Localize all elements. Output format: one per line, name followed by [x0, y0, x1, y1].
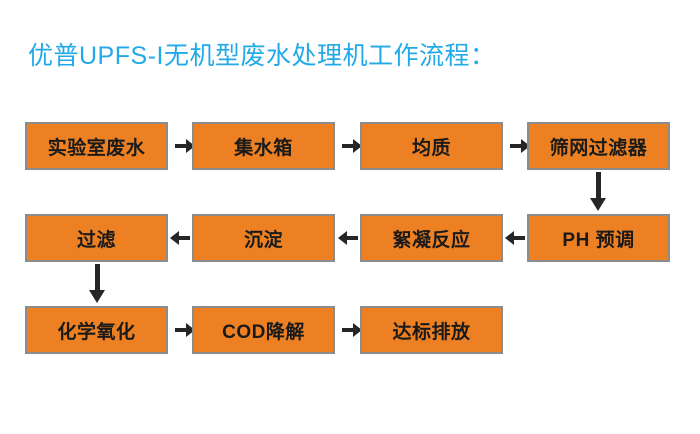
flow-node-screen-filter[interactable]: 筛网过滤器 — [527, 122, 670, 170]
flow-node-label: 达标排放 — [392, 321, 471, 343]
flow-node-label: 实验室废水 — [47, 137, 146, 159]
flow-node-compliant-discharge[interactable]: 达标排放 — [360, 306, 503, 354]
flow-node-sedimentation[interactable]: 沉淀 — [192, 214, 335, 262]
flow-node-ph-preadjust[interactable]: PH 预调 — [527, 214, 670, 262]
flow-node-label: 筛网过滤器 — [549, 137, 648, 159]
flow-node-chemical-oxidation[interactable]: 化学氧化 — [25, 306, 168, 354]
flow-node-label: 絮凝反应 — [392, 229, 471, 251]
page-title: 优普UPFS-I无机型废水处理机工作流程： — [28, 42, 496, 70]
flow-node-label: COD降解 — [222, 321, 305, 343]
flow-node-homogenization[interactable]: 均质 — [360, 122, 503, 170]
flow-node-lab-wastewater[interactable]: 实验室废水 — [25, 122, 168, 170]
flow-node-collection-tank[interactable]: 集水箱 — [192, 122, 335, 170]
flow-node-label: PH 预调 — [562, 229, 635, 251]
flow-node-label: 均质 — [411, 137, 451, 159]
flow-node-flocculation-reaction[interactable]: 絮凝反应 — [360, 214, 503, 262]
flow-node-label: 化学氧化 — [57, 321, 136, 343]
flow-node-label: 沉淀 — [243, 229, 283, 251]
flow-node-cod-degradation[interactable]: COD降解 — [192, 306, 335, 354]
flow-node-label: 集水箱 — [234, 137, 293, 159]
flow-node-label: 过滤 — [76, 229, 116, 251]
flow-node-filtration[interactable]: 过滤 — [25, 214, 168, 262]
